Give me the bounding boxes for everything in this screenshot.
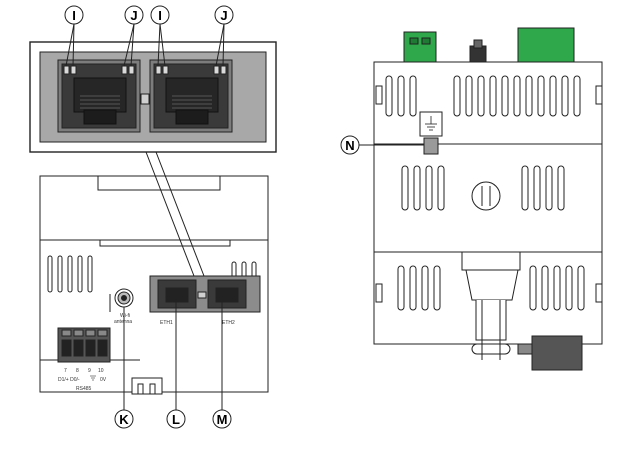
din-rail-latch [461,251,521,360]
callout-k-marker [114,409,134,429]
callout-m-marker [212,409,232,429]
callout-n-marker [340,135,360,155]
side-lower-vents [397,265,585,311]
front-module-body [39,175,269,395]
eth1-label: ETH1 [160,320,173,326]
callout-i-left: I [72,8,76,23]
eth2-label: ETH2 [222,320,235,326]
front-view [29,41,277,395]
callout-n: N [345,138,354,153]
callout-m: M [217,412,228,427]
led-i-2b [162,65,169,75]
callout-i-right-marker [150,5,170,25]
terminal-legend-right: 0V [100,377,107,383]
callout-l: L [172,412,180,427]
wifi-antenna-label-1: Wi-fi [120,313,130,319]
callout-n-group [340,135,424,155]
terminal-10-label: 10 [98,368,104,374]
side-view [373,27,603,371]
terminal-legend-left: D1/+ D0/- [58,377,80,383]
ground-symbol-icon [425,116,437,131]
callout-i-right: I [158,8,162,23]
zoom-port-2 [149,59,233,133]
callout-j-left: J [130,8,137,23]
wifi-antenna-label-2: antenna [114,319,132,325]
ground-symbol-small-icon [90,375,96,381]
led-i-1a [63,65,70,75]
din-clip [131,377,163,395]
terminal-7-label: 7 [64,368,67,374]
callout-k: K [119,412,129,427]
zoom-port-1 [57,59,141,133]
callout-j-left-marker [124,5,144,25]
antenna-connector-icon [114,288,134,308]
callout-l-marker [166,409,186,429]
callouts-front [64,5,234,429]
side-screw [471,181,501,211]
side-middle-vents [401,165,565,211]
callout-i-left-marker [64,5,84,25]
rs485-label: RS485 [76,386,92,392]
led-i-2a [155,65,162,75]
led-j-2b [220,65,227,75]
green-connector-small [403,31,437,63]
led-j-1b [128,65,135,75]
terminal-9-label: 9 [88,368,91,374]
green-connector-large [517,27,575,63]
led-j-1a [121,65,128,75]
side-top-vents [385,75,581,117]
callout-j-right: J [220,8,227,23]
led-j-2a [213,65,220,75]
callout-j-right-marker [214,5,234,25]
rs485-terminal-block [57,327,111,363]
led-i-1b [70,65,77,75]
bottom-connector [531,335,583,371]
terminal-8-label: 8 [76,368,79,374]
